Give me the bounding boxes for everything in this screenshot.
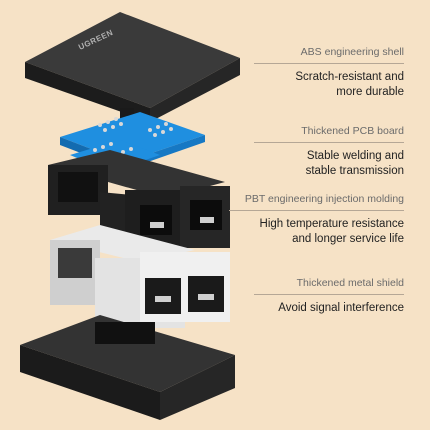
callout-title: PBT engineering injection molding (244, 193, 404, 205)
callout-description: Avoid signal interference (278, 302, 404, 314)
black-housing (48, 150, 230, 255)
callout-title: Thickened metal shield (296, 277, 404, 289)
top-shell: UGREEN (25, 12, 240, 122)
metal-shield (50, 225, 230, 328)
callout-description: Stable welding and stable transmission (305, 150, 404, 177)
callout-pbt: PBT engineering injection molding High t… (229, 193, 404, 247)
callout-description: High temperature resistance and longer s… (259, 218, 404, 245)
callout-pcb: Thickened PCB board Stable welding and s… (254, 125, 404, 179)
callout-abs-shell: ABS engineering shell Scratch-resistant … (254, 46, 404, 100)
callout-divider (254, 63, 404, 64)
callout-metal-shield: Thickened metal shield Avoid signal inte… (254, 277, 404, 316)
callout-divider (229, 210, 404, 211)
callout-title: ABS engineering shell (300, 46, 404, 58)
callout-divider (254, 142, 404, 143)
bottom-shell (20, 315, 235, 420)
callout-divider (254, 294, 404, 295)
callout-description: Scratch-resistant and more durable (295, 71, 404, 98)
callout-title: Thickened PCB board (301, 125, 404, 137)
